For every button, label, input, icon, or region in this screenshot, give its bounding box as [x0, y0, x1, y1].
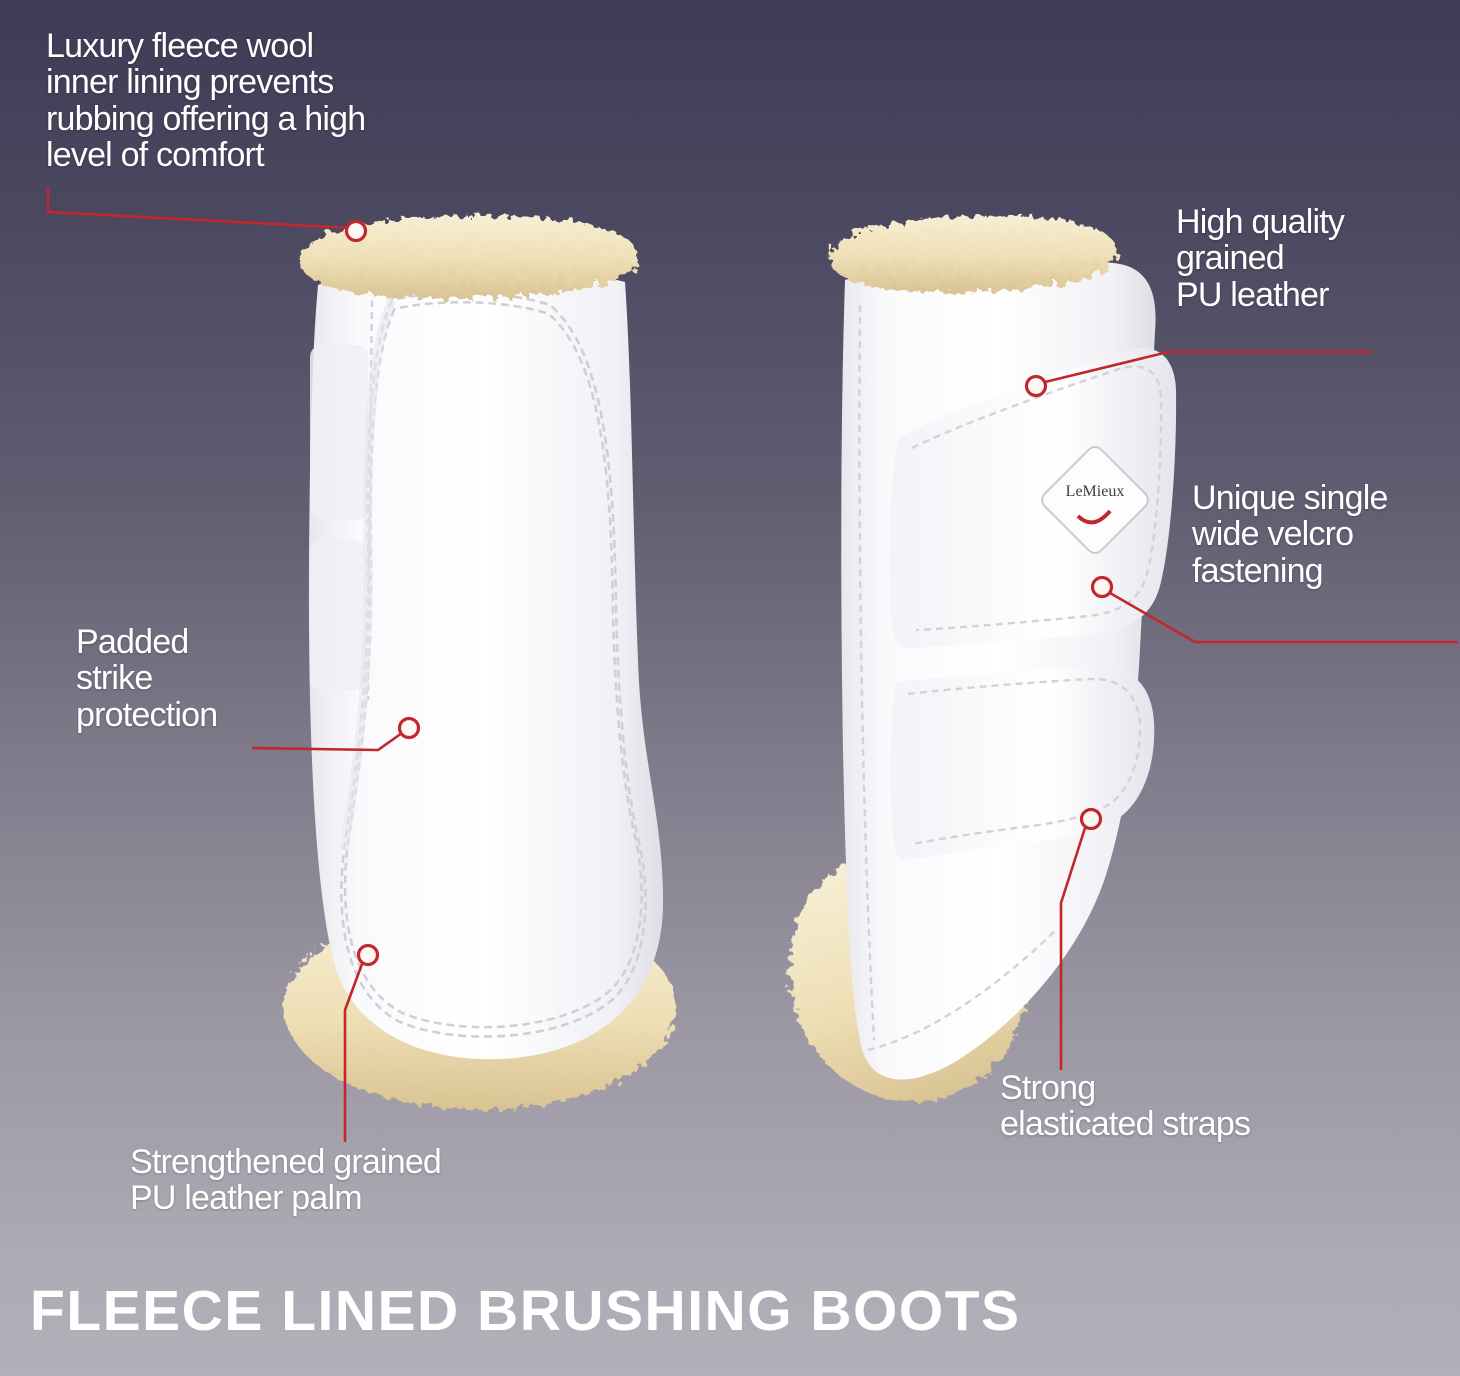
- left-boot-body: [308, 271, 664, 1060]
- right-boot-edge-stitch: [858, 304, 876, 1041]
- leader-line-pu-leather: [1044, 350, 1372, 384]
- marker-pu-leather: [1024, 374, 1048, 398]
- right-boot-strap-upper-stitch: [911, 365, 1163, 632]
- callout-markers: [344, 219, 1114, 967]
- annotation-pu-leather: High quality grained PU leather: [1176, 203, 1345, 314]
- right-boot-fleece-top: [829, 215, 1118, 293]
- right-boot-bottom-stitch: [867, 927, 1059, 1052]
- right-boot-strap-lower-stitch: [907, 677, 1142, 846]
- annotation-velcro: Unique single wide velcro fastening: [1192, 479, 1388, 590]
- logo-swoosh-icon: [1076, 509, 1112, 525]
- annotation-padded-strike: Padded strike protection: [76, 623, 218, 734]
- leader-line-pu-palm: [343, 963, 364, 1142]
- marker-fleece-lining: [344, 219, 368, 243]
- marker-velcro: [1090, 575, 1114, 599]
- marker-straps: [1079, 807, 1103, 831]
- left-boot-fleece-top: [299, 215, 639, 299]
- annotation-fleece-lining: Luxury fleece wool inner lining prevents…: [46, 27, 366, 175]
- annotation-straps: Strong elasticated straps: [1000, 1069, 1251, 1144]
- marker-pu-palm: [356, 943, 380, 967]
- left-boot-pad-shade: [339, 298, 397, 851]
- left-boot: [284, 215, 676, 1110]
- left-boot-strap-band-upper: [310, 345, 368, 520]
- marker-padded-strike: [397, 716, 421, 740]
- right-boot: LeMieux: [789, 215, 1177, 1103]
- leader-line-straps: [1059, 827, 1087, 1070]
- left-boot-strap-band-lower: [310, 540, 366, 690]
- lemieux-logo: LeMieux: [1041, 446, 1149, 554]
- lemieux-logo-diamond: [1041, 446, 1149, 554]
- leader-line-velcro: [1109, 591, 1458, 644]
- callout-lines: [46, 188, 1458, 1142]
- lemieux-logo-text: LeMieux: [1066, 483, 1125, 500]
- page-title: FLEECE LINED BRUSHING BOOTS: [30, 1279, 1021, 1343]
- right-boot-strap-upper: [889, 347, 1177, 649]
- annotation-pu-palm: Strengthened grained PU leather palm: [130, 1143, 442, 1218]
- leader-line-fleece-lining: [46, 188, 351, 230]
- leader-line-padded-strike: [251, 731, 403, 752]
